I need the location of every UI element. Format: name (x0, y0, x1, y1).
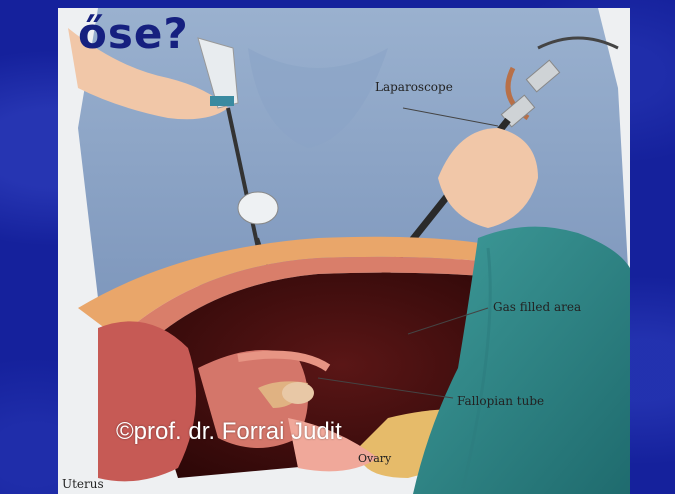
label-laparoscope: Laparoscope (375, 80, 453, 94)
label-fallopian-tube: Fallopian tube (457, 394, 544, 408)
slide-title: őse? (78, 8, 189, 60)
copyright-watermark: ©prof. dr. Forrai Judit (116, 418, 342, 446)
label-uterus: Uterus (62, 477, 104, 491)
label-ovary: Ovary (358, 452, 391, 465)
label-gas-filled-area: Gas filled area (493, 300, 581, 314)
